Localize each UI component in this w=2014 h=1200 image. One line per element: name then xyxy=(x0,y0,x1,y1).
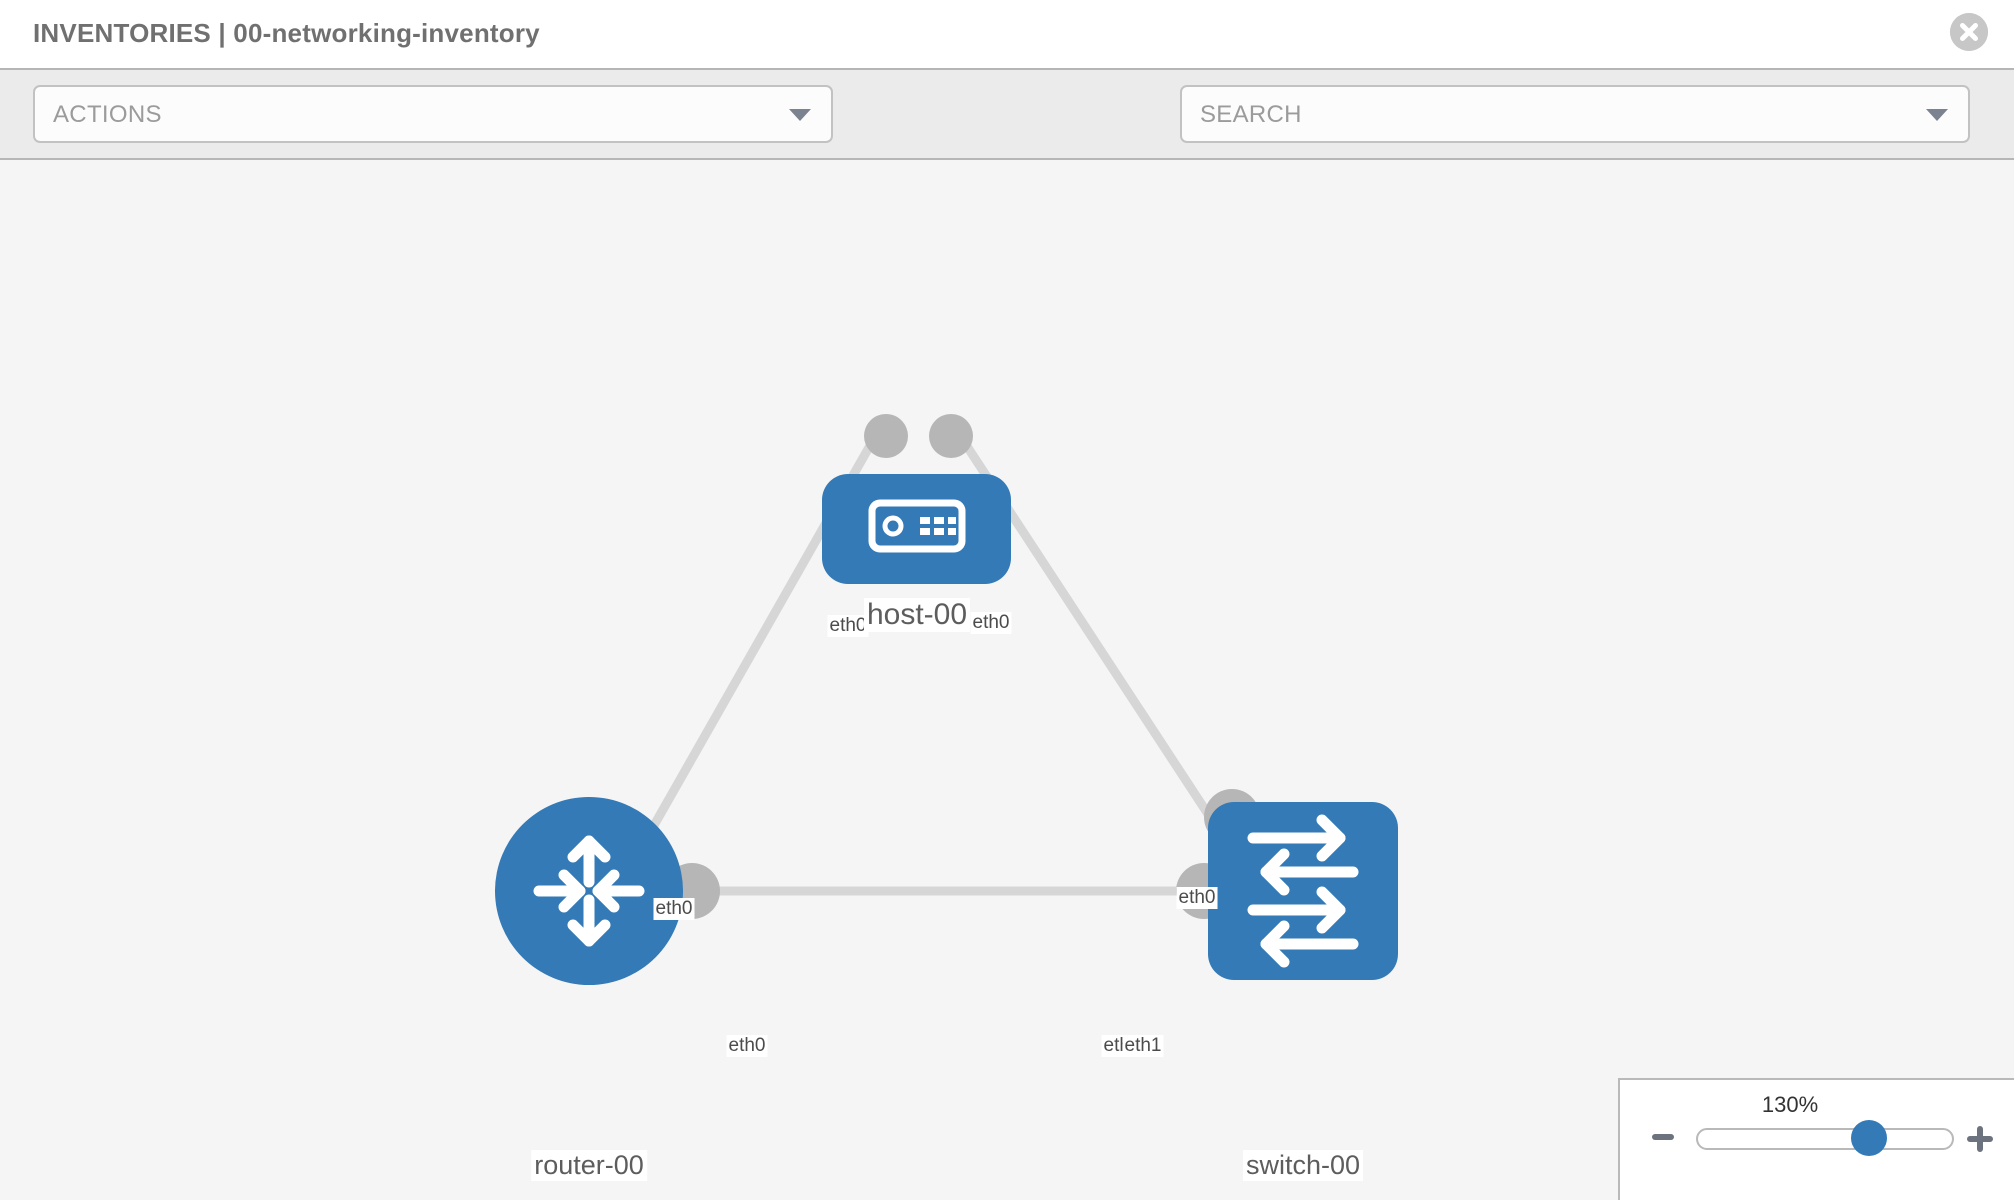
zoom-out-button[interactable] xyxy=(1650,1124,1676,1150)
iface-label-host00-eth0-left: eth0 xyxy=(827,615,869,637)
interface-connector-host00-eth0-right[interactable] xyxy=(929,414,973,458)
plus-icon xyxy=(1967,1126,1993,1152)
actions-dropdown[interactable]: ACTIONS xyxy=(33,85,833,143)
server-device-icon xyxy=(868,499,966,553)
node-switch-00[interactable] xyxy=(1208,802,1398,980)
node-label-router-00: router-00 xyxy=(531,1150,647,1181)
actions-dropdown-label: ACTIONS xyxy=(53,101,162,128)
chevron-down-icon[interactable] xyxy=(1926,109,1948,121)
page-header: INVENTORIES | 00-networking-inventory xyxy=(0,0,2014,68)
chevron-down-icon xyxy=(789,109,811,121)
iface-label-router00-eth0: eth0 xyxy=(726,1035,768,1057)
zoom-in-button[interactable] xyxy=(1965,1124,1995,1154)
minus-icon xyxy=(1652,1134,1674,1140)
topology-canvas[interactable]: eth0 eth0 eth0 eth0 eth0 eth0 eth1 host-… xyxy=(0,160,2014,1200)
zoom-slider-thumb[interactable] xyxy=(1851,1120,1887,1156)
search-placeholder: SEARCH xyxy=(1200,101,1302,128)
switch-arrows-icon xyxy=(1247,814,1359,968)
topology-graph xyxy=(495,414,1398,985)
node-label-host-00: host-00 xyxy=(863,598,971,632)
node-host-00[interactable] xyxy=(822,474,1011,584)
iface-label-switch00-uplink-eth0: eth0 xyxy=(1176,887,1218,909)
interface-connector-host00-eth0-left[interactable] xyxy=(864,414,908,458)
close-circle-icon xyxy=(1950,13,1988,51)
search-input[interactable]: SEARCH xyxy=(1180,85,1970,143)
node-label-switch-00: switch-00 xyxy=(1242,1150,1364,1181)
iface-label-router00-uplink-eth0: eth0 xyxy=(653,898,695,920)
page-title: INVENTORIES | 00-networking-inventory xyxy=(33,18,540,48)
close-button[interactable] xyxy=(1950,13,1988,51)
node-router-00[interactable] xyxy=(495,797,683,985)
zoom-slider-track[interactable] xyxy=(1696,1128,1954,1150)
iface-label-switch00-eth1: eth1 xyxy=(1122,1035,1164,1057)
zoom-control-panel: 130% xyxy=(1618,1078,2014,1200)
zoom-percent-label: 130% xyxy=(1761,1092,1819,1117)
toolbar: ACTIONS SEARCH xyxy=(0,68,2014,199)
router-arrows-icon xyxy=(533,835,645,947)
iface-label-host00-eth0-right: eth0 xyxy=(970,612,1012,634)
